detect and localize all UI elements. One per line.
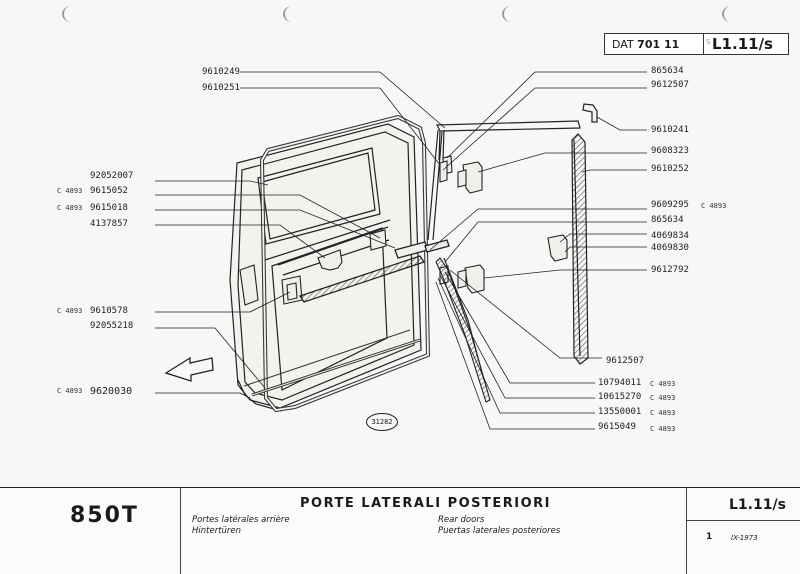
part-label-right: 4069830 bbox=[651, 243, 689, 253]
part-label-suffix: C 4893 bbox=[650, 425, 676, 433]
page-code: L1.11/s bbox=[712, 35, 773, 53]
part-label-bottom: 10615270 bbox=[598, 392, 642, 402]
binder-hole-icon bbox=[62, 6, 80, 22]
title-spanish: Puertas laterales posteriores bbox=[438, 526, 561, 536]
part-label-bottom: 13550001 bbox=[598, 407, 642, 417]
window-channel bbox=[427, 103, 598, 365]
page-code: L1.11/s bbox=[729, 497, 786, 513]
issue-date: IX-1973 bbox=[731, 534, 758, 542]
part-label-right: 9612792 bbox=[651, 265, 689, 275]
part-label-bottom: 9615049 bbox=[598, 422, 636, 432]
part-label-right: 9608323 bbox=[651, 146, 689, 156]
part-label-prefix: C 4893 bbox=[57, 387, 83, 395]
door-handle bbox=[239, 249, 343, 306]
binder-hole-icon bbox=[283, 6, 301, 22]
title-block-divider bbox=[686, 520, 800, 521]
title-english: Rear doors bbox=[438, 515, 485, 525]
page-number: 1 bbox=[706, 532, 713, 542]
part-label-left: 92052007 bbox=[90, 171, 134, 181]
dat-box-divider bbox=[703, 34, 704, 54]
seal-strip bbox=[435, 257, 491, 403]
part-label-prefix: C 4893 bbox=[57, 307, 83, 315]
part-label-right: 4069834 bbox=[651, 231, 689, 241]
leader-lines bbox=[155, 71, 647, 430]
part-label-left: 9610251 bbox=[202, 83, 240, 93]
title-block: 850T PORTE LATERALI POSTERIORI Portes la… bbox=[0, 487, 800, 574]
part-label-suffix: C 4893 bbox=[650, 409, 676, 417]
part-label-prefix: C 4893 bbox=[57, 187, 83, 195]
dat-code-box: DAT 701 11 S L1.11/s bbox=[604, 33, 789, 55]
part-label-bottom: 9612507 bbox=[606, 356, 644, 366]
hinge-assembly bbox=[281, 155, 568, 305]
part-label-left: 9610249 bbox=[202, 67, 240, 77]
page-title: PORTE LATERALI POSTERIORI bbox=[300, 496, 552, 511]
part-label-right: 9609295 bbox=[651, 200, 689, 210]
part-label-left: 9620030 bbox=[90, 386, 133, 397]
code-prefix: S bbox=[706, 38, 711, 46]
lock-rod bbox=[298, 239, 450, 303]
part-label-left: 9615052 bbox=[90, 186, 128, 196]
binder-hole-icon bbox=[502, 6, 520, 22]
binder-hole-icon bbox=[722, 6, 740, 22]
part-label-left: 9610578 bbox=[90, 306, 128, 316]
part-label-right: 9610252 bbox=[651, 164, 689, 174]
reference-number-badge: 31282 bbox=[366, 413, 398, 431]
title-german: Hintertüren bbox=[192, 526, 242, 536]
part-label-prefix: C 4893 bbox=[57, 204, 83, 212]
part-label-suffix: C 4893 bbox=[650, 380, 676, 388]
part-label-left: 92055218 bbox=[90, 321, 134, 331]
title-block-divider bbox=[686, 488, 687, 574]
part-label-suffix: C 4893 bbox=[701, 202, 727, 210]
title-block-divider bbox=[180, 488, 181, 574]
part-label-left: 4137857 bbox=[90, 219, 128, 229]
door-exploded-view bbox=[155, 71, 647, 430]
part-label-right: 9612507 bbox=[651, 80, 689, 90]
part-label-bottom: 10794011 bbox=[598, 378, 642, 388]
direction-arrow-icon bbox=[164, 356, 214, 382]
model-name: 850T bbox=[70, 503, 139, 528]
part-label-suffix: C 4893 bbox=[650, 394, 676, 402]
part-label-right: 865634 bbox=[651, 66, 684, 76]
part-label-left: 9615018 bbox=[90, 203, 128, 213]
dat-label: DAT 701 11 bbox=[612, 38, 680, 51]
part-label-right: 9610241 bbox=[651, 125, 689, 135]
title-french: Portes latérales arrière bbox=[192, 515, 290, 525]
part-label-right: 865634 bbox=[651, 215, 684, 225]
door-seal bbox=[243, 114, 431, 413]
